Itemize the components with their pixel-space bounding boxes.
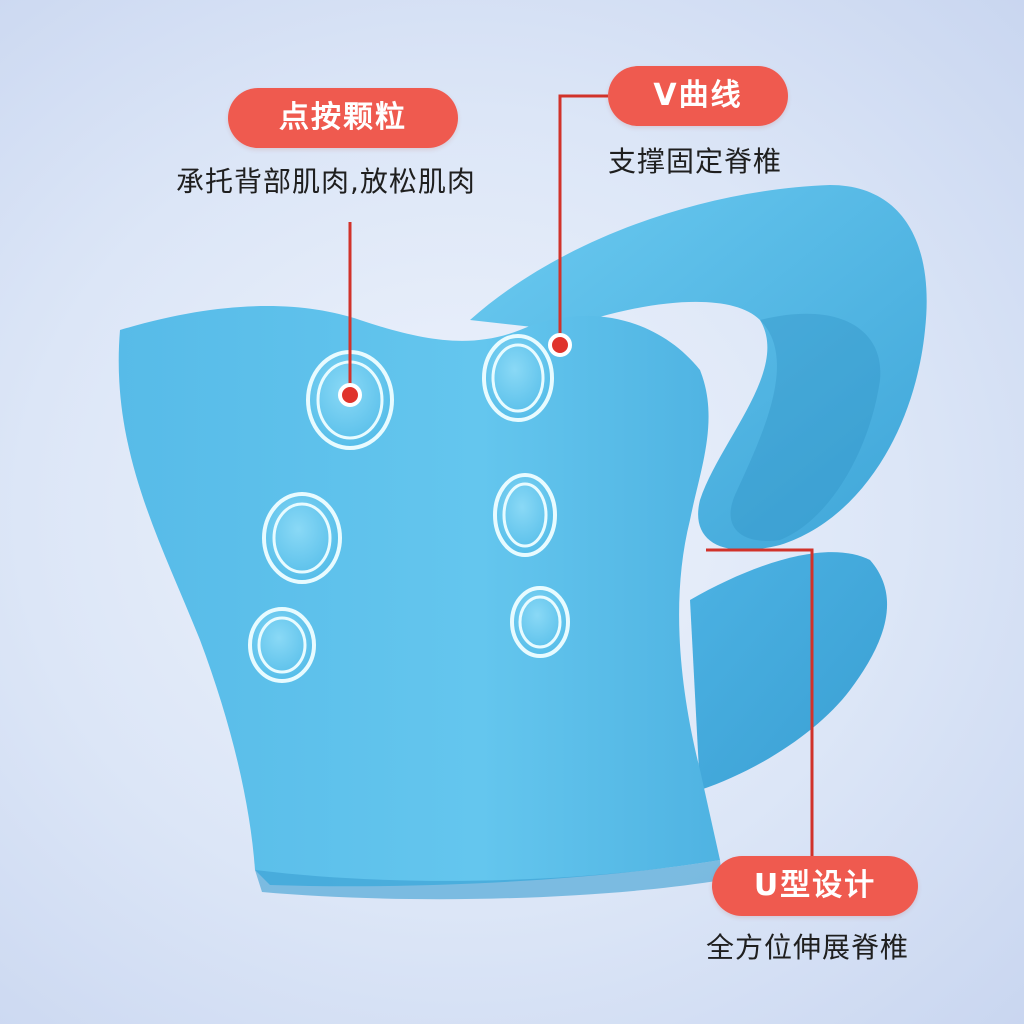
massage-bump: [510, 586, 570, 658]
pillow-front-edge: [255, 860, 722, 900]
leader-dots: [338, 222, 362, 407]
callout-v-curve-title: V曲线: [608, 66, 788, 126]
pillow-arch-inner-shadow: [730, 313, 881, 541]
pillow-base-wing: [690, 552, 888, 790]
leader-u-design: [706, 548, 814, 856]
massage-bump: [248, 607, 316, 683]
massage-bump: [482, 334, 554, 422]
callout-u-design-title: U型设计: [712, 856, 918, 916]
callout-dots-caption: 承托背部肌肉,放松肌肉: [176, 165, 476, 198]
callout-v-curve-caption: 支撑固定脊椎: [608, 145, 783, 178]
pillow-front-body: [118, 306, 720, 887]
callout-u-design-caption: 全方位伸展脊椎: [706, 931, 910, 964]
leader-v-curve: [548, 94, 608, 357]
massage-bump: [493, 473, 557, 557]
callout-dots-title: 点按颗粒: [228, 88, 458, 148]
massage-bumps: [248, 334, 570, 683]
pillow-arch: [470, 185, 927, 550]
massage-bump: [262, 492, 342, 584]
